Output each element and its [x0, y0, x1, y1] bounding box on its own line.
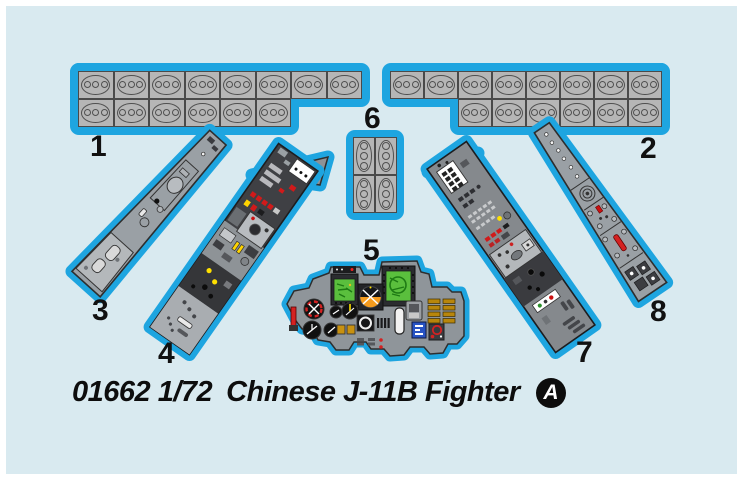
- part-label-5: 5: [363, 234, 380, 267]
- part-label-4: 4: [158, 337, 175, 370]
- segment-oval: [294, 75, 324, 95]
- segment-oval: [631, 75, 659, 95]
- strip-segment: [526, 71, 560, 99]
- amber-button: [346, 324, 356, 335]
- segment-oval: [597, 103, 625, 123]
- strip-segment: [560, 71, 594, 99]
- segment-oval: [81, 75, 111, 95]
- strip-segment: [184, 71, 220, 99]
- segment-oval: [631, 103, 659, 123]
- strip-segment: [353, 137, 375, 175]
- strip-segment: [458, 71, 492, 99]
- segment-oval: [495, 103, 523, 123]
- strip-segment: [184, 99, 220, 127]
- segment-oval: [329, 75, 359, 95]
- circuit-breakers: [427, 298, 456, 324]
- segment-oval: [378, 139, 394, 173]
- part-3-console: [65, 123, 233, 304]
- vertical-tape-instrument: [394, 307, 405, 335]
- attitude-indicator: [357, 283, 384, 311]
- strip-segment: [560, 99, 594, 127]
- part-label-2: 2: [640, 132, 657, 165]
- strip-segment: [78, 71, 114, 99]
- part-4-console: [143, 136, 325, 362]
- segment-oval: [116, 103, 146, 123]
- strip-segment: [492, 99, 526, 127]
- strip-segment: [113, 99, 149, 127]
- blue-module: [411, 321, 427, 339]
- strip-segment: [255, 71, 291, 99]
- segment-oval: [81, 103, 111, 123]
- segment-oval: [427, 75, 455, 95]
- segment-oval: [223, 75, 253, 95]
- amber-button: [336, 324, 346, 335]
- sheet-title: 01662 1/72 Chinese J-11B Fighter A: [72, 376, 566, 409]
- part-8-console: [527, 116, 674, 308]
- segment-oval: [461, 75, 489, 95]
- strip-segment: [220, 99, 256, 127]
- part-5-instrument-panel: [281, 255, 470, 362]
- strip-segment: [594, 71, 628, 99]
- strip-segment: [628, 99, 662, 127]
- strip-segment: [390, 71, 424, 99]
- gauge-cluster: [302, 298, 359, 340]
- segment-oval: [356, 139, 372, 173]
- strip-segment: [149, 99, 185, 127]
- strip-segment: [424, 71, 458, 99]
- strip-segment: [353, 175, 375, 213]
- left-mfd-screen: [330, 266, 359, 306]
- strip-segment: [492, 71, 526, 99]
- segment-oval: [597, 75, 625, 95]
- strip-segment: [113, 71, 149, 99]
- segment-oval: [116, 75, 146, 95]
- part-label-1: 1: [90, 130, 107, 163]
- segment-oval: [529, 75, 557, 95]
- right-mfd-screen: [381, 265, 416, 307]
- segment-oval: [461, 103, 489, 123]
- kit-number: 01662: [72, 376, 151, 408]
- kit-scale: 1/72: [157, 376, 213, 408]
- segment-oval: [187, 75, 217, 95]
- strip-segment: [255, 99, 291, 127]
- segment-oval: [152, 103, 182, 123]
- strip-segment: [458, 99, 492, 127]
- part-label-6: 6: [364, 102, 381, 135]
- segment-oval: [258, 75, 288, 95]
- segment-oval: [563, 103, 591, 123]
- segment-oval: [378, 177, 394, 211]
- strip-segment: [78, 99, 114, 127]
- sprue-letter-badge: A: [535, 377, 566, 408]
- knob-panel: [356, 314, 390, 332]
- kit-name: Chinese J-11B Fighter: [226, 376, 520, 408]
- strip-segment: [291, 71, 327, 99]
- segment-oval: [393, 75, 421, 95]
- part-label-7: 7: [576, 336, 593, 369]
- strip-segment: [375, 137, 397, 175]
- strip-segment: [220, 71, 256, 99]
- segment-oval: [223, 103, 253, 123]
- segment-oval: [563, 75, 591, 95]
- strip-segment: [149, 71, 185, 99]
- segment-oval: [187, 103, 217, 123]
- strip-segment: [628, 71, 662, 99]
- switch-module: [405, 300, 423, 321]
- strip-segment: [326, 71, 362, 99]
- part-7-console: [420, 134, 602, 360]
- segment-oval: [152, 75, 182, 95]
- strip-segment: [594, 99, 628, 127]
- segment-oval: [495, 75, 523, 95]
- red-lever: [289, 306, 298, 331]
- segment-oval: [258, 103, 288, 123]
- vent-marks: [357, 338, 383, 349]
- segment-oval: [356, 177, 372, 211]
- strip-segment: [375, 175, 397, 213]
- red-ring-module: [428, 323, 445, 341]
- part-label-3: 3: [92, 294, 109, 327]
- part-label-8: 8: [650, 295, 667, 328]
